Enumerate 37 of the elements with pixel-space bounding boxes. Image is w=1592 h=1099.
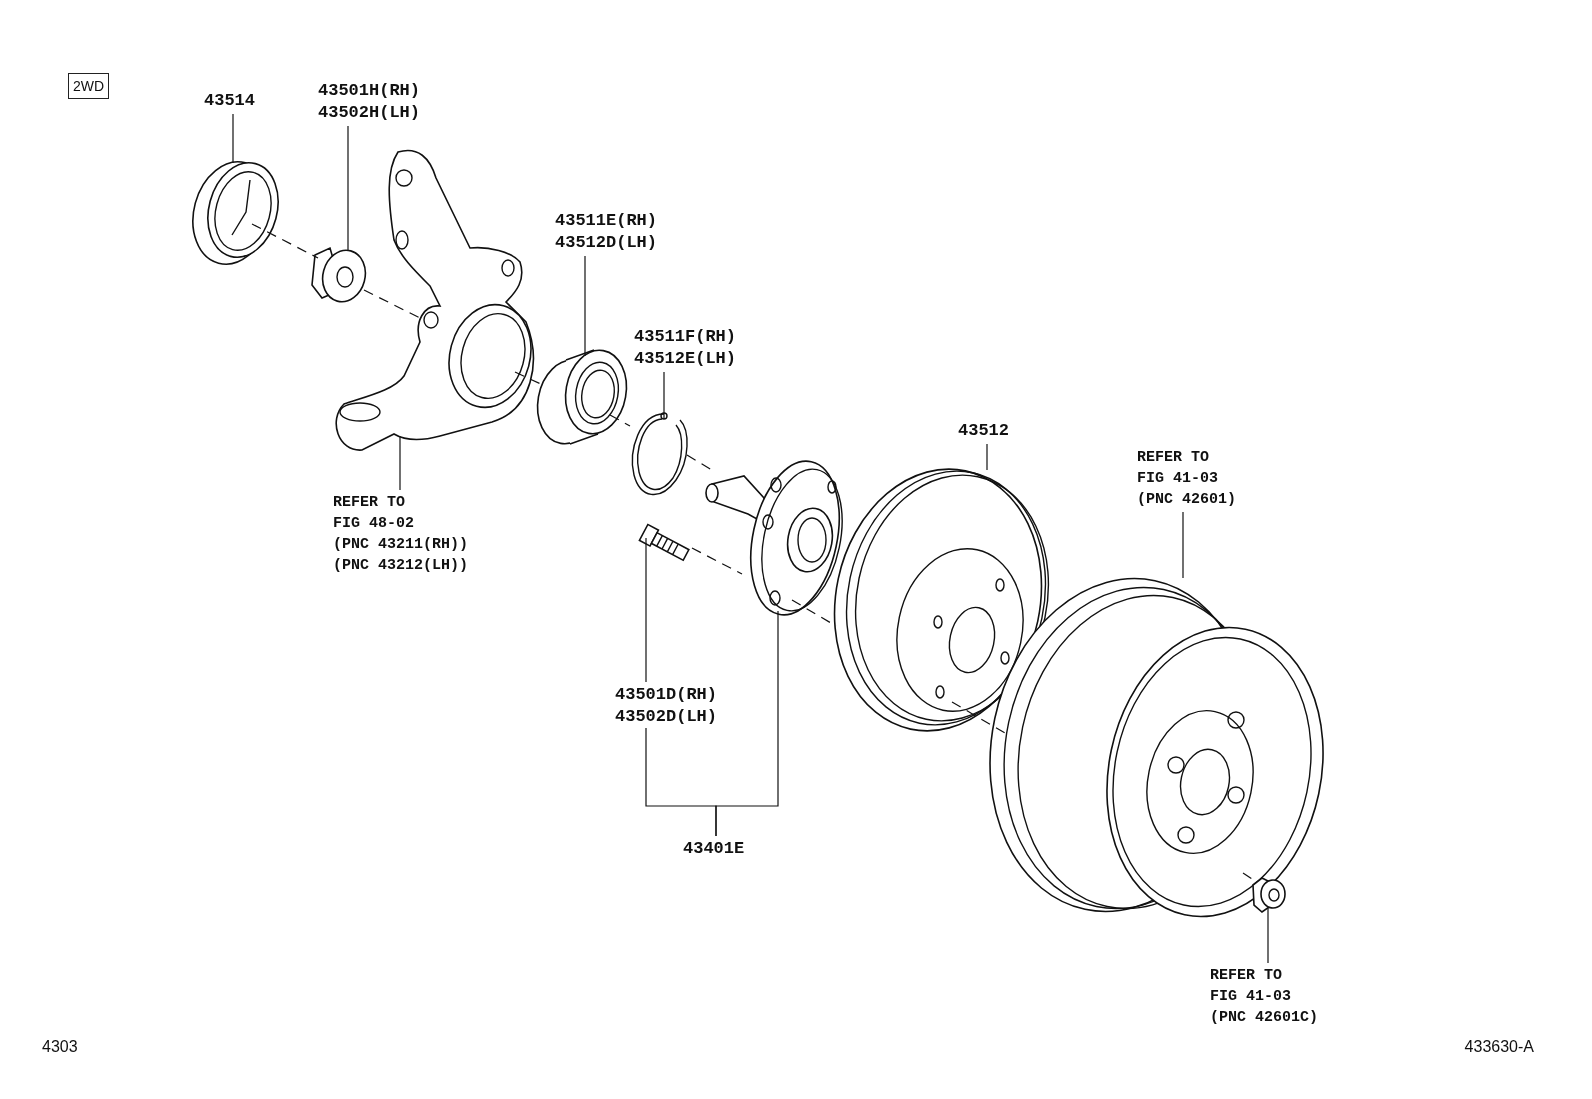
leader-line bbox=[663, 371, 665, 420]
part-number: 43511E(RH) 43512D(LH) bbox=[555, 210, 668, 254]
part-number: 43501D(RH) 43502D(LH) bbox=[615, 684, 728, 728]
steering-knuckle-drawing bbox=[335, 149, 534, 451]
axle-hub-drawing bbox=[705, 460, 843, 616]
leader-line bbox=[347, 125, 349, 251]
leader-line bbox=[232, 113, 234, 164]
part-number: 43511F(RH) 43512E(LH) bbox=[634, 326, 747, 370]
center-line bbox=[691, 547, 743, 575]
part-number: 43514 bbox=[204, 90, 286, 112]
hub-bolt-drawing bbox=[638, 523, 690, 562]
center-line bbox=[251, 223, 319, 259]
reference-note: REFER TO FIG 41-03 (PNC 42601C) bbox=[1210, 965, 1319, 1028]
leader-line bbox=[986, 443, 988, 471]
part-number: 43401E bbox=[683, 838, 765, 860]
leader-line bbox=[1182, 511, 1184, 579]
brake-disc-drawing bbox=[833, 468, 1050, 732]
reference-note: REFER TO FIG 41-03 (PNC 42601) bbox=[1137, 447, 1237, 510]
wheel-bearing-drawing bbox=[536, 349, 628, 445]
lock-nut-drawing bbox=[311, 246, 367, 303]
part-number: 43512 bbox=[958, 420, 1040, 442]
wheel-nut-drawing bbox=[1252, 877, 1286, 913]
part-number: 43501H(RH) 43502H(LH) bbox=[318, 80, 431, 124]
leader-line bbox=[1267, 907, 1269, 964]
snap-ring-drawing bbox=[631, 412, 688, 496]
page-number: 433630-A bbox=[1464, 1038, 1534, 1056]
center-line bbox=[686, 454, 713, 471]
leader-line bbox=[399, 435, 401, 491]
center-line bbox=[609, 414, 631, 427]
reference-note: REFER TO FIG 48-02 (PNC 43211(RH)) (PNC 43212(LH)) bbox=[333, 492, 469, 576]
center-line bbox=[363, 289, 421, 319]
variant-tag: 2WD bbox=[68, 73, 110, 99]
leader-line bbox=[584, 255, 586, 357]
dust-cap-drawing bbox=[192, 161, 279, 265]
leader-line bbox=[715, 610, 779, 837]
road-wheel-drawing bbox=[989, 577, 1324, 918]
page-number: 4303 bbox=[42, 1038, 78, 1056]
